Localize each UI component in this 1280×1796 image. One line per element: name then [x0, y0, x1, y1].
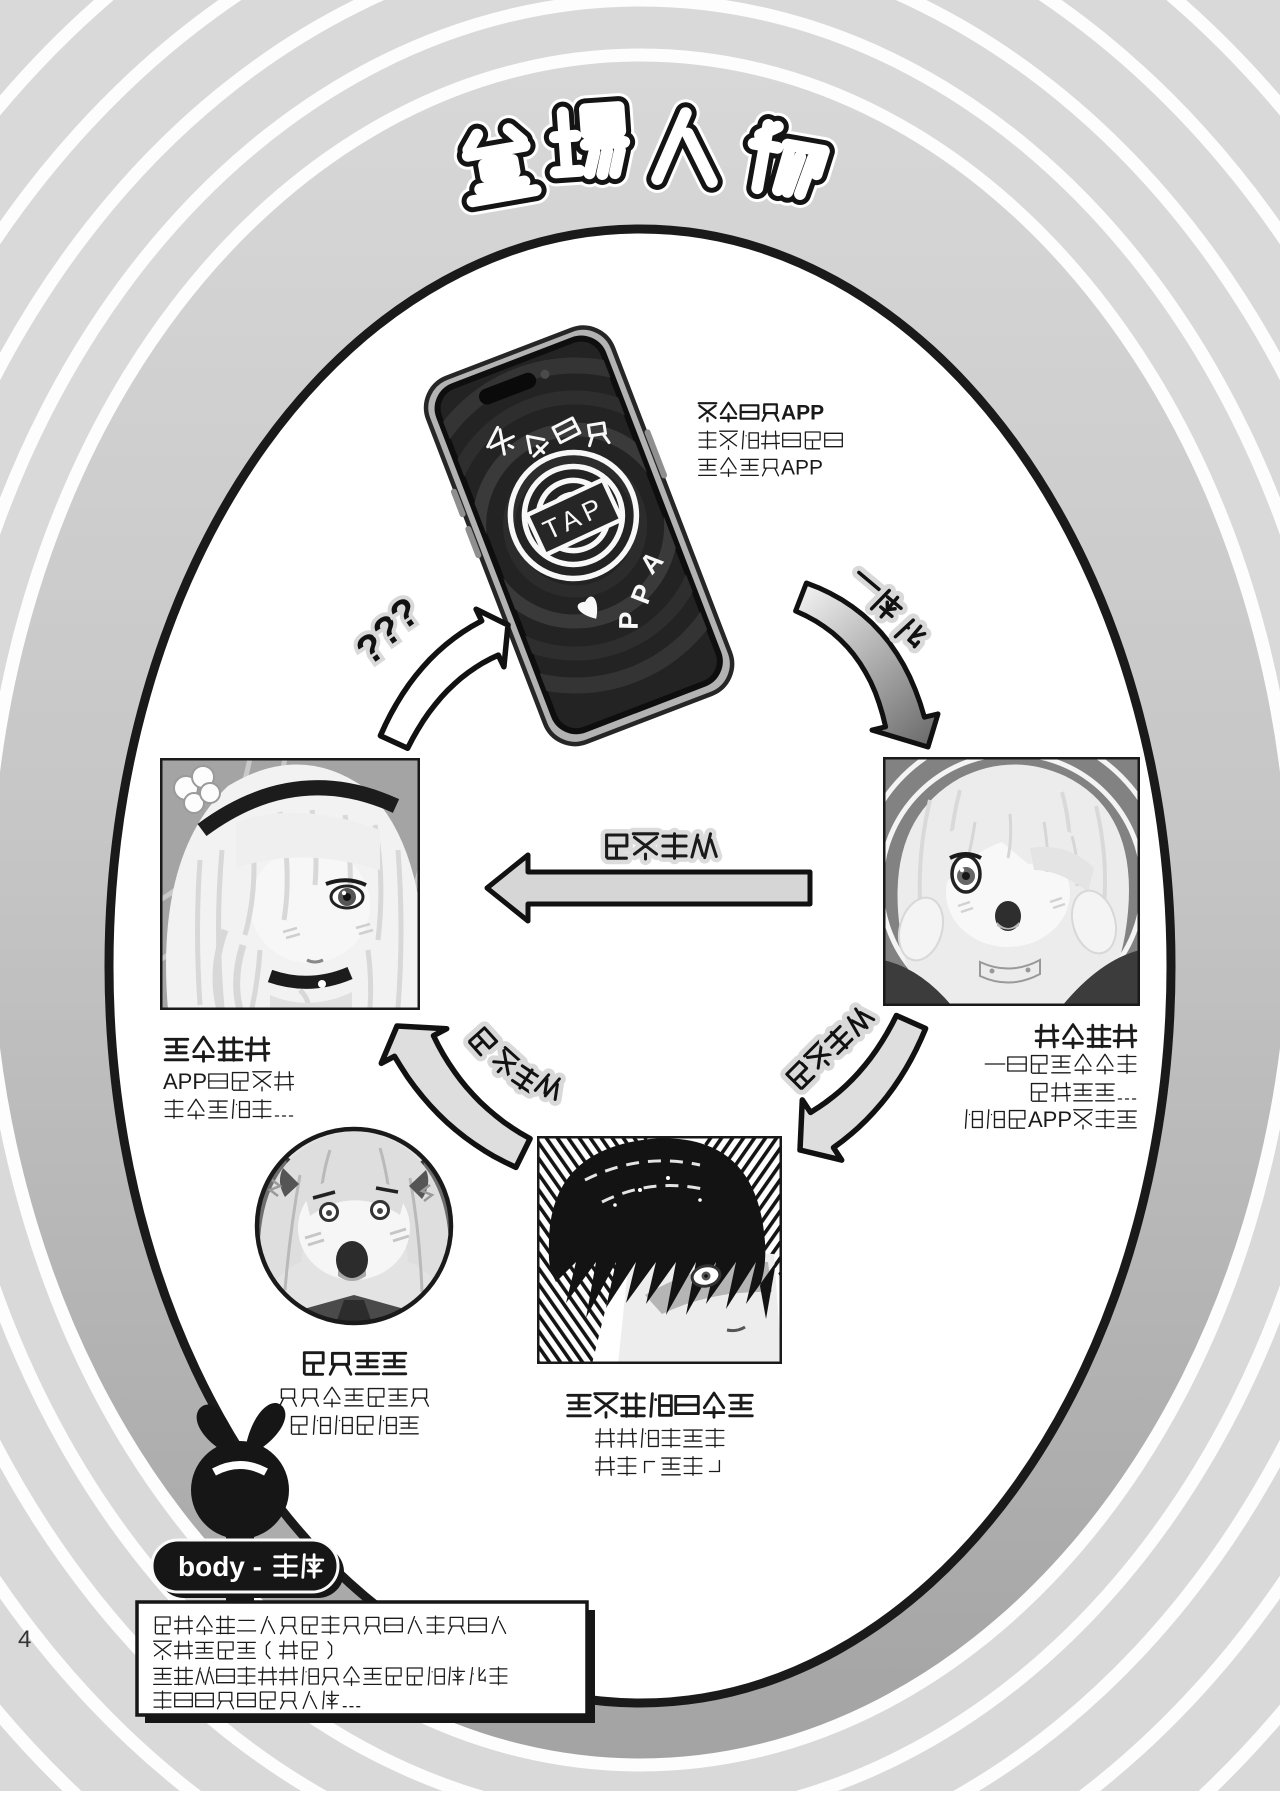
svg-text:APP: APP — [163, 1069, 207, 1094]
svg-text:body -: body - — [178, 1551, 262, 1582]
svg-text:APP: APP — [781, 402, 824, 425]
svg-text:APP: APP — [781, 457, 823, 480]
svg-text:P: P — [614, 611, 644, 630]
svg-text:APP: APP — [1028, 1107, 1072, 1132]
svg-text:4: 4 — [18, 1626, 31, 1653]
